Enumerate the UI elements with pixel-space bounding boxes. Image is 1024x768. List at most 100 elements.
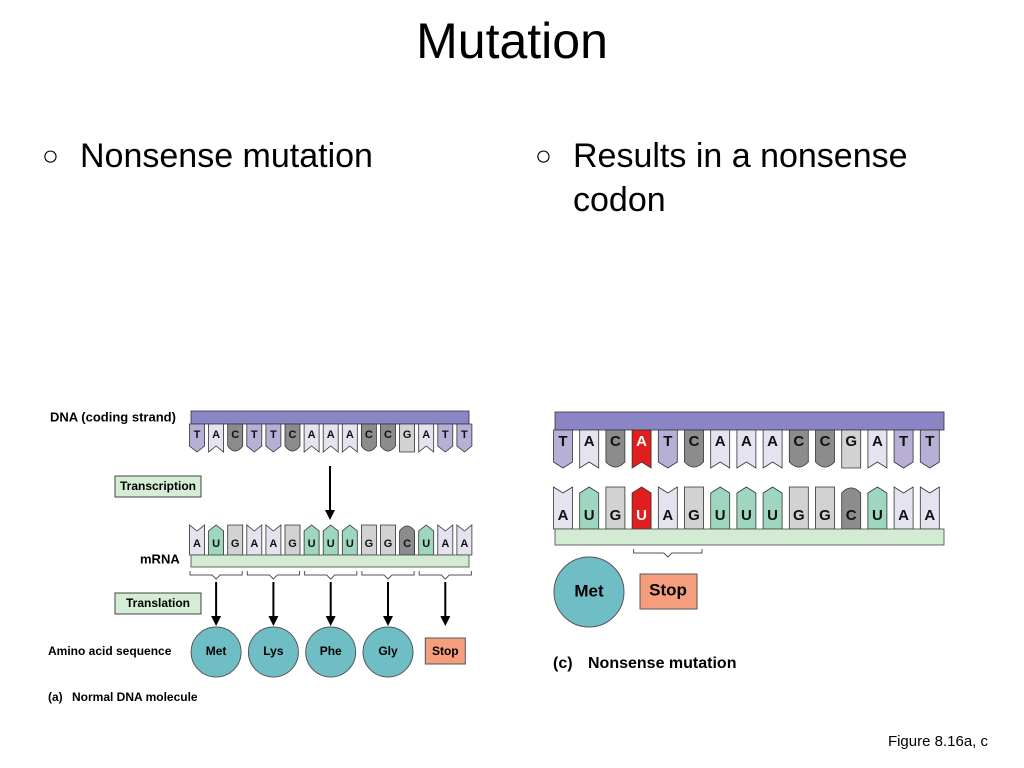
dna-base: C [815, 429, 835, 468]
mrna-base: A [919, 486, 940, 530]
mrna-base: G [684, 486, 704, 530]
arrow-head [383, 616, 393, 626]
mrna-base: U [736, 486, 757, 530]
dna-base: A [303, 423, 320, 453]
base-letter: C [231, 429, 239, 441]
stop-codon-box [639, 573, 698, 610]
base-letter: G [403, 429, 412, 441]
mrna-base: A [246, 524, 263, 556]
mrna-base: A [189, 524, 205, 556]
base-letter: G [384, 538, 393, 550]
bullet-left-text: Nonsense mutation [80, 137, 373, 175]
base-tab [437, 423, 454, 453]
amino-acid-label: Stop [432, 644, 459, 658]
base-letter: A [558, 507, 569, 524]
base-tab [399, 423, 415, 453]
mrna-base: C [841, 487, 862, 530]
base-tab [684, 429, 704, 468]
dna-base: G [399, 423, 415, 453]
panel-a-letter: (a) [48, 690, 63, 704]
dna-base: A [762, 429, 783, 469]
panel-c-letter: (c) [553, 655, 573, 672]
base-letter: T [194, 429, 201, 441]
dna-base: A [736, 429, 757, 469]
amino-acid-circle [362, 626, 414, 678]
amino-acid-label: Met [574, 581, 604, 600]
amino-acid-label: Phe [320, 644, 342, 658]
base-tab [788, 429, 809, 468]
dna-base: T [553, 429, 573, 469]
codon-brace [418, 571, 472, 580]
base-letter: A [741, 433, 752, 450]
bullet-right-text: Results in a nonsense codon [573, 137, 908, 219]
base-tab [657, 429, 678, 469]
figure-caption: Figure 8.16a, c [887, 733, 988, 750]
translation-arrow [325, 582, 336, 626]
dna-base: C [361, 423, 377, 452]
transcription-arrow [325, 466, 335, 520]
base-letter: G [845, 433, 857, 450]
codon-brace [246, 571, 300, 580]
arrow-head [268, 616, 279, 626]
mrna-base: G [605, 486, 626, 530]
arrow-head [325, 510, 335, 520]
dna-base: T [657, 429, 678, 469]
base-tab [341, 423, 358, 453]
base-letter: C [820, 433, 831, 450]
base-letter: A [662, 507, 673, 524]
dna-base: T [246, 423, 263, 453]
base-tab [418, 423, 435, 453]
translation-arrow [211, 582, 222, 626]
base-letter: A [898, 507, 909, 524]
stop-codon-brace [633, 549, 703, 558]
base-letter: A [250, 538, 258, 550]
mrna-base: C [399, 525, 415, 556]
dna-base: A [867, 429, 888, 469]
base-letter: U [327, 538, 335, 550]
base-letter: A [441, 538, 449, 550]
dna-base: T [456, 423, 473, 453]
base-letter: A [767, 433, 778, 450]
mrna-base: A [657, 486, 678, 530]
mrna-base: G [380, 524, 396, 556]
base-letter: U [767, 507, 778, 524]
slide-title: Mutation [416, 13, 608, 69]
dna-base: A [341, 423, 358, 453]
mrna-base: G [227, 524, 244, 556]
mrna-base: U [867, 486, 888, 530]
mrna-base: G [361, 524, 377, 556]
base-letter: T [251, 429, 258, 441]
bullet-circle-icon: ○ [535, 140, 552, 171]
base-letter: T [442, 429, 449, 441]
dna-base: G [841, 429, 862, 469]
base-tab [265, 423, 282, 453]
dna-base: A [579, 429, 600, 469]
base-letter: U [422, 538, 430, 550]
codon-brace [361, 571, 415, 580]
base-tab [227, 423, 244, 452]
mrna-base: U [322, 524, 339, 556]
dna-backbone-mutant [554, 411, 945, 431]
base-letter: T [461, 429, 468, 441]
base-letter: U [212, 538, 220, 550]
base-letter: A [193, 538, 201, 550]
base-letter: G [365, 538, 374, 550]
base-letter: G [793, 507, 805, 524]
base-tab [815, 429, 835, 468]
base-letter: A [460, 538, 468, 550]
mrna-base: A [893, 486, 914, 530]
base-letter: A [212, 429, 220, 441]
base-tab [762, 429, 783, 469]
translation-label: Translation [126, 596, 190, 610]
base-letter: U [741, 507, 752, 524]
dna-base: T [189, 423, 205, 453]
base-tab [322, 423, 339, 453]
base-letter: T [899, 433, 908, 450]
amino-acid-circle [305, 626, 357, 678]
base-tab [399, 525, 415, 556]
base-letter: A [269, 538, 277, 550]
dna-base: C [684, 429, 704, 468]
mrna-base: A [265, 524, 282, 556]
mrna-backbone-mutant [554, 528, 945, 546]
dna-base: A [418, 423, 435, 453]
